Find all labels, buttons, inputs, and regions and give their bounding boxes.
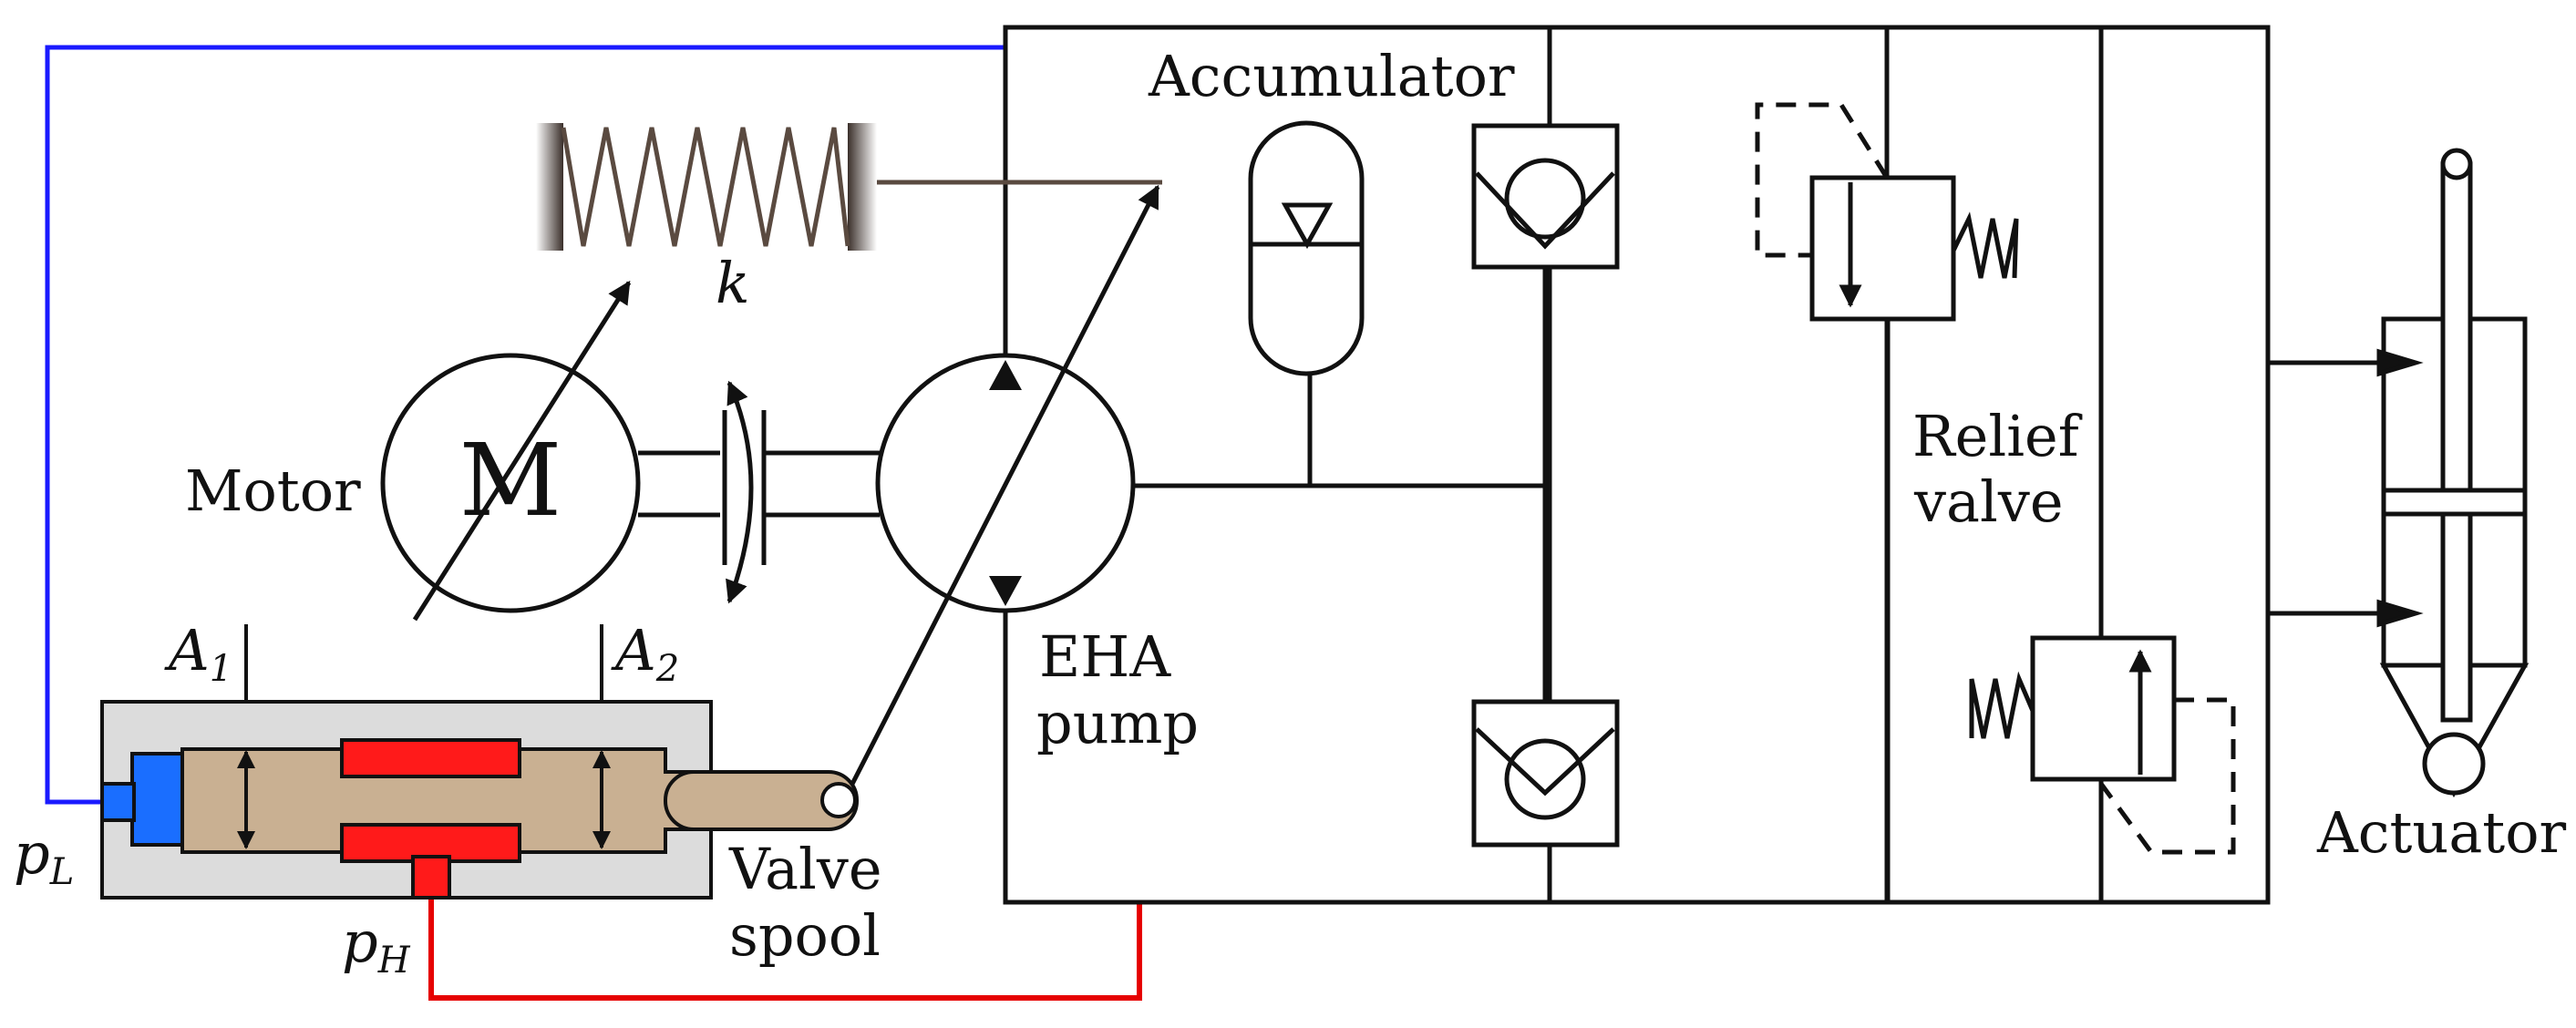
pressure-pl-label: pL — [14, 820, 74, 893]
motor-symbol: M — [459, 422, 562, 539]
eha-pump-label-line1: EHA — [1039, 623, 1171, 690]
relief-valve-upper — [1755, 102, 2019, 322]
spring-constant-label: k — [716, 250, 750, 316]
actuator — [2376, 148, 2530, 798]
area-a2-label: A2 — [611, 617, 679, 690]
eha-pump-label-line2: pump — [1036, 690, 1199, 756]
shaft-coupling — [638, 380, 880, 604]
valve-spool-label-line1: Valve — [728, 836, 882, 902]
high-pressure-line — [428, 898, 1142, 1001]
check-valve-upper — [1471, 123, 1620, 270]
valve-spool-assembly — [100, 624, 859, 900]
eha-pump — [845, 184, 1160, 795]
motor-label: Motor — [185, 457, 361, 524]
actuator-label: Actuator — [2316, 799, 2567, 866]
accumulator-label: Accumulator — [1148, 43, 1515, 109]
spring-k — [536, 123, 1162, 251]
area-a1-label: A1 — [164, 617, 232, 690]
accumulator — [1248, 120, 1365, 376]
check-valve-lower — [1471, 699, 1620, 848]
low-pressure-line — [45, 45, 1005, 805]
relief-valve-label-line1: Relief — [1912, 403, 2083, 469]
relief-valve-label-line2: valve — [1913, 468, 2064, 535]
motor: M — [380, 280, 641, 622]
pressure-ph-label: pH — [342, 909, 411, 982]
valve-spool-label-line2: spool — [729, 902, 881, 969]
relief-valve-lower — [1969, 635, 2236, 855]
